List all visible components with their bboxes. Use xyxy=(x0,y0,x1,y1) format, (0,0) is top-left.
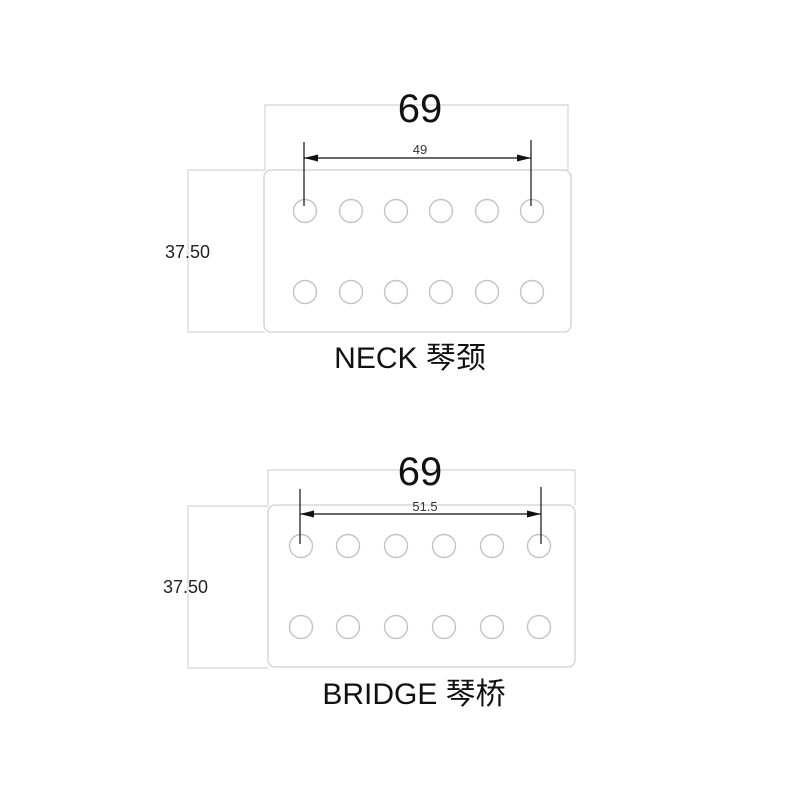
bridge-pole-piece xyxy=(335,533,361,559)
bridge-spacing-left-arrow xyxy=(300,510,314,518)
neck-spacing-left-arrow xyxy=(304,154,318,162)
neck-pole-piece xyxy=(428,198,454,224)
bridge-pole-piece xyxy=(479,614,505,640)
neck-pole-piece xyxy=(338,279,364,305)
neck-pole-piece xyxy=(383,198,409,224)
bridge-pole-piece xyxy=(288,614,314,640)
neck-pole-piece xyxy=(383,279,409,305)
bridge-pickup-body xyxy=(267,504,576,668)
bridge-pickup-drawing: 69 51.5 37.50 BRIDGE 琴桥 xyxy=(163,450,576,711)
bridge-height-extension-outline xyxy=(187,505,268,669)
bridge-pole-pieces xyxy=(288,533,552,640)
neck-pole-piece xyxy=(519,198,545,224)
neck-pole-piece xyxy=(292,279,318,305)
bridge-pole-piece xyxy=(526,533,552,559)
neck-width-extension-outline xyxy=(264,104,569,170)
neck-pole-piece xyxy=(292,198,318,224)
bridge-height-label: 37.50 xyxy=(163,577,208,597)
bridge-pole-spacing-label: 51.5 xyxy=(412,499,437,514)
neck-pole-piece xyxy=(474,198,500,224)
bridge-pole-piece xyxy=(383,614,409,640)
bridge-spacing-right-arrow xyxy=(527,510,541,518)
bridge-width-label: 69 xyxy=(398,450,443,494)
bridge-pole-piece xyxy=(335,614,361,640)
bridge-pole-piece xyxy=(383,533,409,559)
neck-spacing-right-arrow xyxy=(517,154,531,162)
bridge-pole-piece xyxy=(526,614,552,640)
neck-pole-piece xyxy=(519,279,545,305)
neck-pickup-drawing: 69 49 37.50 NECK 琴颈 xyxy=(165,87,572,375)
neck-pole-piece xyxy=(428,279,454,305)
bridge-pole-piece xyxy=(479,533,505,559)
neck-pickup-body xyxy=(263,169,572,333)
neck-height-extension-outline xyxy=(187,169,265,333)
neck-pole-pieces xyxy=(292,198,545,305)
neck-pole-piece xyxy=(474,279,500,305)
bridge-pole-piece xyxy=(431,614,457,640)
bridge-name-label: BRIDGE 琴桥 xyxy=(322,678,505,711)
neck-width-label: 69 xyxy=(398,87,443,131)
neck-height-label: 37.50 xyxy=(165,242,210,262)
neck-pole-spacing-label: 49 xyxy=(413,142,427,157)
bridge-pole-piece xyxy=(288,533,314,559)
bridge-width-extension-outline xyxy=(267,469,576,505)
neck-name-label: NECK 琴颈 xyxy=(334,342,486,375)
neck-pole-piece xyxy=(338,198,364,224)
bridge-pole-piece xyxy=(431,533,457,559)
